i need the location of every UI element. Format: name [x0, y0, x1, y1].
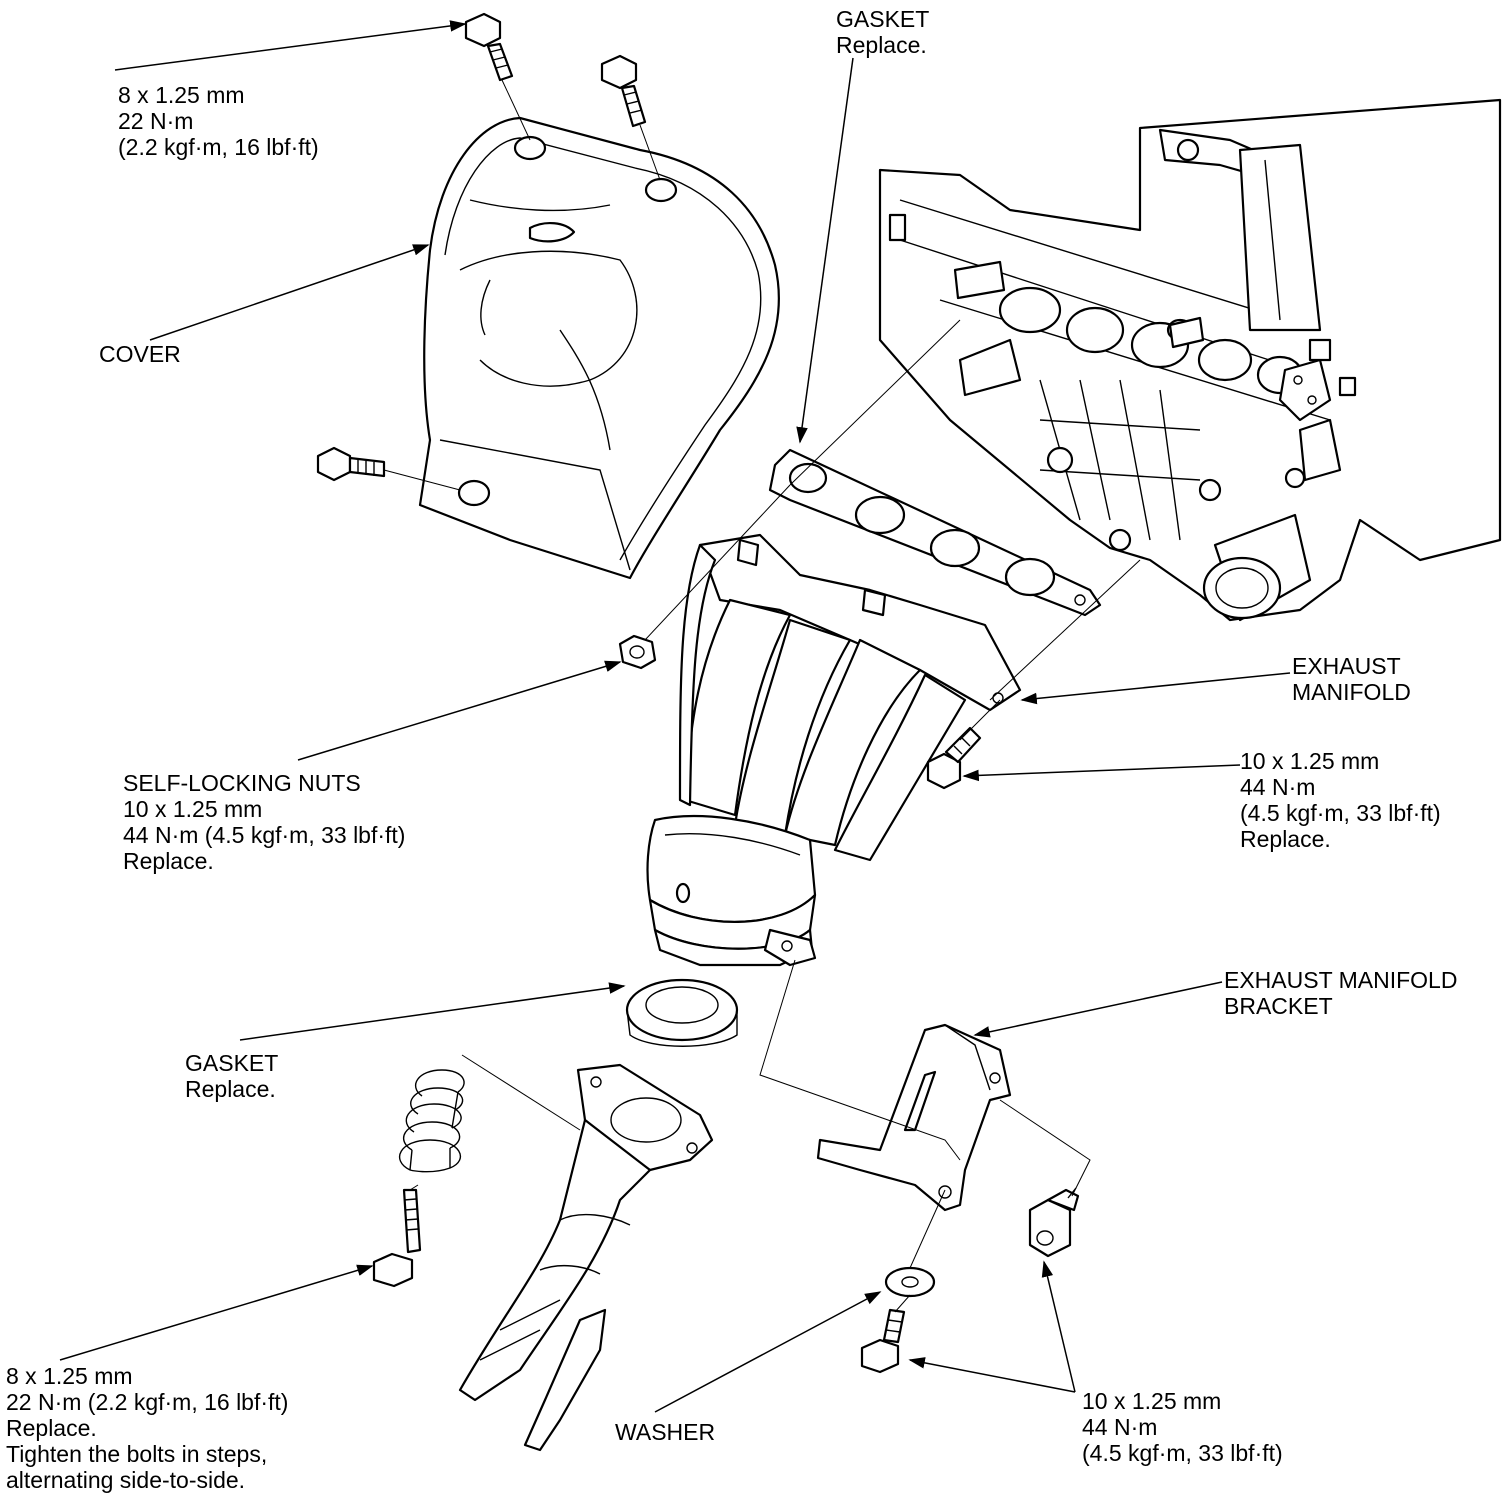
- bracket-label: EXHAUST MANIFOLD BRACKET: [1224, 967, 1457, 1019]
- lower-gasket-note: Replace.: [185, 1076, 276, 1102]
- exhaust-manifold-line2: MANIFOLD: [1292, 679, 1411, 705]
- spring-bolt-part: [372, 1188, 422, 1288]
- washer-part: [884, 1266, 936, 1298]
- cover-name: COVER: [99, 341, 181, 367]
- washer-name: WASHER: [615, 1419, 716, 1445]
- exhaust-manifold-part: [646, 533, 1022, 967]
- self-locking-nuts-label: SELF-LOCKING NUTS 10 x 1.25 mm 44 N·m (4…: [123, 770, 405, 874]
- bracket-bolts-size: 10 x 1.25 mm: [1082, 1388, 1222, 1414]
- bracket-bolts-spec-label: 10 x 1.25 mm 44 N·m (4.5 kgf·m, 33 lbf·f…: [1082, 1388, 1283, 1466]
- right-nut-torque-alt: (4.5 kgf·m, 33 lbf·ft): [1240, 800, 1441, 826]
- top-bolt-size: 8 x 1.25 mm: [118, 82, 245, 108]
- cylinder-head: [878, 98, 1502, 622]
- alignment-lines: [383, 79, 1141, 1313]
- upper-gasket-name: GASKET: [836, 6, 930, 32]
- bracket-line2: BRACKET: [1224, 993, 1333, 1019]
- cover-bolt-left: [316, 446, 386, 482]
- spring-bolt-note: Replace.: [6, 1415, 97, 1441]
- leader-lines: [59, 20, 1291, 1413]
- spring-bolt-instruction-2: alternating side-to-side.: [6, 1467, 246, 1493]
- washer-label: WASHER: [615, 1419, 715, 1445]
- self-locking-nut-part: [618, 634, 657, 670]
- cover-label: COVER: [99, 341, 181, 367]
- right-nut-torque: 44 N·m: [1240, 774, 1316, 800]
- top-bolt-torque-alt: (2.2 kgf·m, 16 lbf·ft): [118, 134, 319, 160]
- exhaust-pipe-part: [458, 1063, 714, 1452]
- cover-bolt-mid: [600, 54, 647, 128]
- bracket-bolts-torque: 44 N·m: [1082, 1414, 1158, 1440]
- bracket-line1: EXHAUST MANIFOLD: [1224, 967, 1458, 993]
- right-nut-note: Replace.: [1240, 826, 1331, 852]
- right-nut-spec-label: 10 x 1.25 mm 44 N·m (4.5 kgf·m, 33 lbf·f…: [1240, 748, 1441, 852]
- lower-gasket-part: [625, 978, 739, 1047]
- exhaust-manifold-label: EXHAUST MANIFOLD: [1292, 653, 1411, 705]
- exhaust-manifold-line1: EXHAUST: [1292, 653, 1401, 679]
- top-bolt-spec-label: 8 x 1.25 mm 22 N·m (2.2 kgf·m, 16 lbf·ft…: [118, 82, 319, 160]
- lower-gasket-name: GASKET: [185, 1050, 279, 1076]
- cover-heat-shield: [418, 116, 780, 580]
- top-bolt-torque: 22 N·m: [118, 108, 194, 134]
- bracket-bolt-right: [1028, 1187, 1080, 1258]
- lower-gasket-label: GASKET Replace.: [185, 1050, 278, 1102]
- upper-gasket-note: Replace.: [836, 32, 927, 58]
- self-locking-nuts-torque: 44 N·m (4.5 kgf·m, 33 lbf·ft): [123, 822, 406, 848]
- spring-part: [398, 1069, 465, 1173]
- manifold-bolt-right: [926, 726, 982, 790]
- bracket-bolt-lower: [860, 1308, 906, 1374]
- spring-bolt-size: 8 x 1.25 mm: [6, 1363, 133, 1389]
- manifold-bracket-part: [816, 1023, 1012, 1212]
- upper-gasket-part: [768, 448, 1102, 617]
- bracket-bolts-torque-alt: (4.5 kgf·m, 33 lbf·ft): [1082, 1440, 1283, 1466]
- upper-gasket-label: GASKET Replace.: [836, 6, 929, 58]
- spring-bolt-instruction-1: Tighten the bolts in steps,: [6, 1441, 268, 1467]
- right-nut-size: 10 x 1.25 mm: [1240, 748, 1380, 774]
- self-locking-nuts-size: 10 x 1.25 mm: [123, 796, 263, 822]
- self-locking-nuts-note: Replace.: [123, 848, 214, 874]
- cover-bolt-top: [464, 12, 514, 82]
- spring-bolt-spec-label: 8 x 1.25 mm 22 N·m (2.2 kgf·m, 16 lbf·ft…: [6, 1363, 288, 1493]
- spring-bolt-torque: 22 N·m (2.2 kgf·m, 16 lbf·ft): [6, 1389, 289, 1415]
- self-locking-nuts-name: SELF-LOCKING NUTS: [123, 770, 361, 796]
